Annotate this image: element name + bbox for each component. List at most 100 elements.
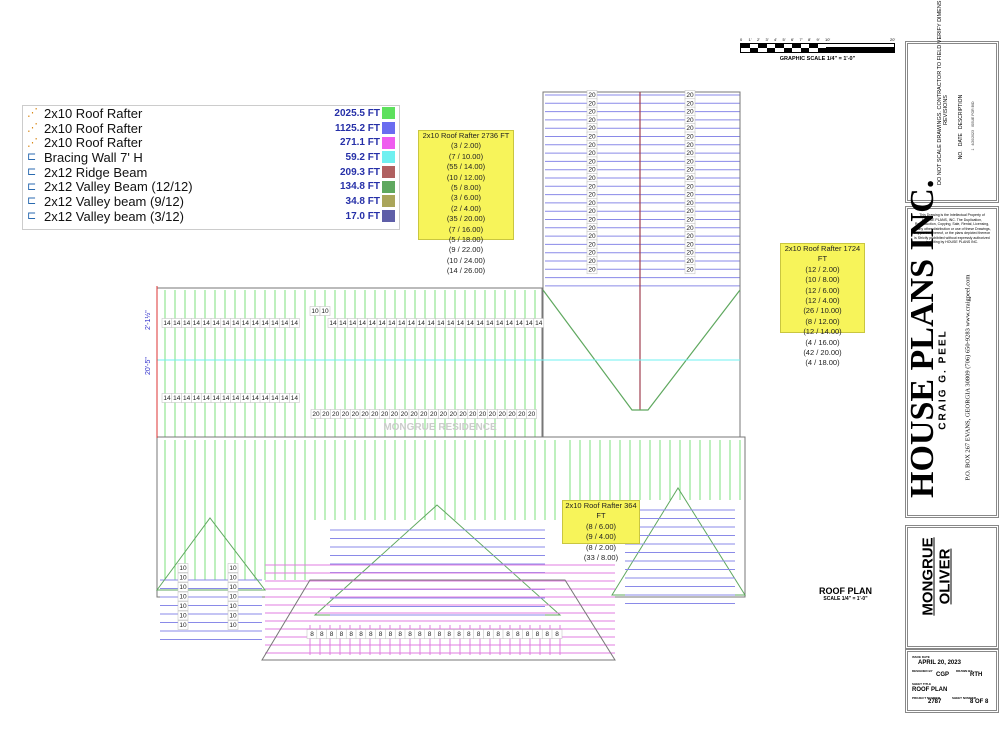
sheet-number-label: SHEET NUMBER [952,696,977,700]
rafter-length-label: 20 [528,411,536,418]
copyright-notice: This Drawing is the Intellectual Propert… [913,213,991,244]
rafter-length-label: 14 [222,320,230,327]
rafter-length-label: 10 [229,622,237,629]
beam-icon: ⊏ [27,210,37,223]
rafter-box-item: (9 / 22.00) [448,245,484,255]
rafter-length-label: 20 [686,109,694,116]
rafter-length-label: 20 [588,208,596,215]
rev-header-date: DATE [958,133,964,147]
rafter-box-item: (10 / 24.00) [446,255,486,265]
label-box [586,264,598,275]
rafter-length-label: 20 [342,411,350,418]
rafter-length-label: 20 [686,192,694,199]
rafter-length-label: 14 [281,320,289,327]
rafter-box-item: (35 / 20.00) [446,214,486,224]
rafter-length-label: 14 [252,395,260,402]
beam-icon: ⊏ [27,195,37,208]
scale-tick-label: 9' [816,37,820,42]
label-box [227,563,239,573]
dimension-text: 20'-5" [145,357,152,375]
rafter-length-label: 20 [588,109,596,116]
rafter-length-label: 20 [588,258,596,265]
rafter-length-label: 8 [516,631,520,638]
rafter-length-label: 14 [291,395,299,402]
rafter-length-label: 14 [486,320,494,327]
rafter-length-label: 20 [588,117,596,124]
rafter-length-label: 20 [489,411,497,418]
rafter-length-label: 14 [232,320,240,327]
rafter-length-label: 8 [389,631,393,638]
rafter-box-title: 2x10 Roof Rafter 364 FT [565,501,637,521]
rafter-box-item: (7 / 10.00) [448,151,484,161]
scale-tick-label: 20' [890,37,896,42]
rafter-length-label: 14 [193,395,201,402]
legend-swatch [382,166,395,179]
rafter-box-item: (8 / 2.00) [585,542,616,552]
issue-date-label: ISSUE DATE [912,655,930,659]
rafter-length-label: 20 [588,167,596,174]
rafter-length-label: 20 [459,411,467,418]
label-box [177,591,189,602]
rafter-length-label: 20 [686,175,694,182]
rafter-length-label: 8 [398,631,402,638]
rafter-length-label: 20 [686,241,694,248]
rafter-length-label: 10 [179,603,187,610]
revisions-text: DO NOT SCALE DRAWINGS. CONTRACTOR TO FIE… [937,0,949,185]
rafter-length-label: 8 [536,631,540,638]
rafter-length-label: 14 [163,320,171,327]
rafter-length-label: 14 [506,320,514,327]
scale-tick-label: 5' [782,37,786,42]
rafter-length-label: 10 [179,584,187,591]
label-box [319,306,331,316]
rafter-length-label: 20 [499,411,507,418]
rafter-length-label: 14 [535,320,543,327]
rafter-length-label: 14 [437,320,445,327]
rafter-length-label: 14 [261,395,269,402]
rafter-length-label: 14 [329,320,337,327]
label-box [684,264,696,275]
valley-beam [542,289,741,411]
rafter-icon: ⋰ [27,122,38,135]
rafter-length-label: 8 [310,631,314,638]
rafter-length-label: 20 [588,125,596,132]
label-box [227,572,239,583]
issue-date: APRIL 20, 2023 [918,660,961,666]
drawn-by-label: DRAWN BY [956,669,973,673]
sheet-info-block: ISSUE DATE APRIL 20, 2023 DESIGNED BY CG… [905,649,999,713]
scale-segment [783,44,792,52]
scale-segment [741,44,750,52]
rafter-length-label: 10 [229,575,237,582]
rafter-length-label: 20 [588,142,596,149]
rafter-length-label: 14 [173,320,181,327]
rafter-length-label: 14 [418,320,426,327]
beam-icon: ⊏ [27,166,37,179]
rafter-length-label: 20 [686,150,694,157]
rafter-length-label: 20 [588,183,596,190]
rafter-length-label: 8 [369,631,373,638]
rafter-box-item: (3 / 2.00) [450,141,481,151]
rafter-length-label: 14 [467,320,475,327]
legend-value: 2025.5 FT [334,107,380,119]
rafter-length-label: 20 [420,411,428,418]
revisions-block: DO NOT SCALE DRAWINGS. CONTRACTOR TO FIE… [905,0,999,203]
scale-tick-label: 3' [765,37,769,42]
designed-by: CGP [936,672,950,678]
rafter-icon: ⋰ [27,136,38,149]
rafter-length-label: 14 [349,320,357,327]
rafter-length-label: 20 [361,411,369,418]
legend-swatch [382,151,395,164]
rafter-summary-box-1: 2x10 Roof Rafter 2736 FT(3 / 2.00)(7 / 1… [418,130,514,275]
rafter-length-label: 20 [588,217,596,224]
rafter-length-label: 20 [410,411,418,418]
legend-row: ⊏2x12 Valley beam (9/12)34.8 FT [23,194,399,209]
revisions-label: REVISIONS [943,95,949,125]
rafter-length-label: 14 [339,320,347,327]
rafter-length-label: 20 [686,125,694,132]
scale-tick-label: 4' [774,37,777,42]
legend-swatch [382,195,395,208]
client-last-name: MONGRUE [919,537,937,616]
rafter-box-item: (3 / 6.00) [450,193,481,203]
watermark: MONGRUE RESIDENCE [383,422,497,433]
